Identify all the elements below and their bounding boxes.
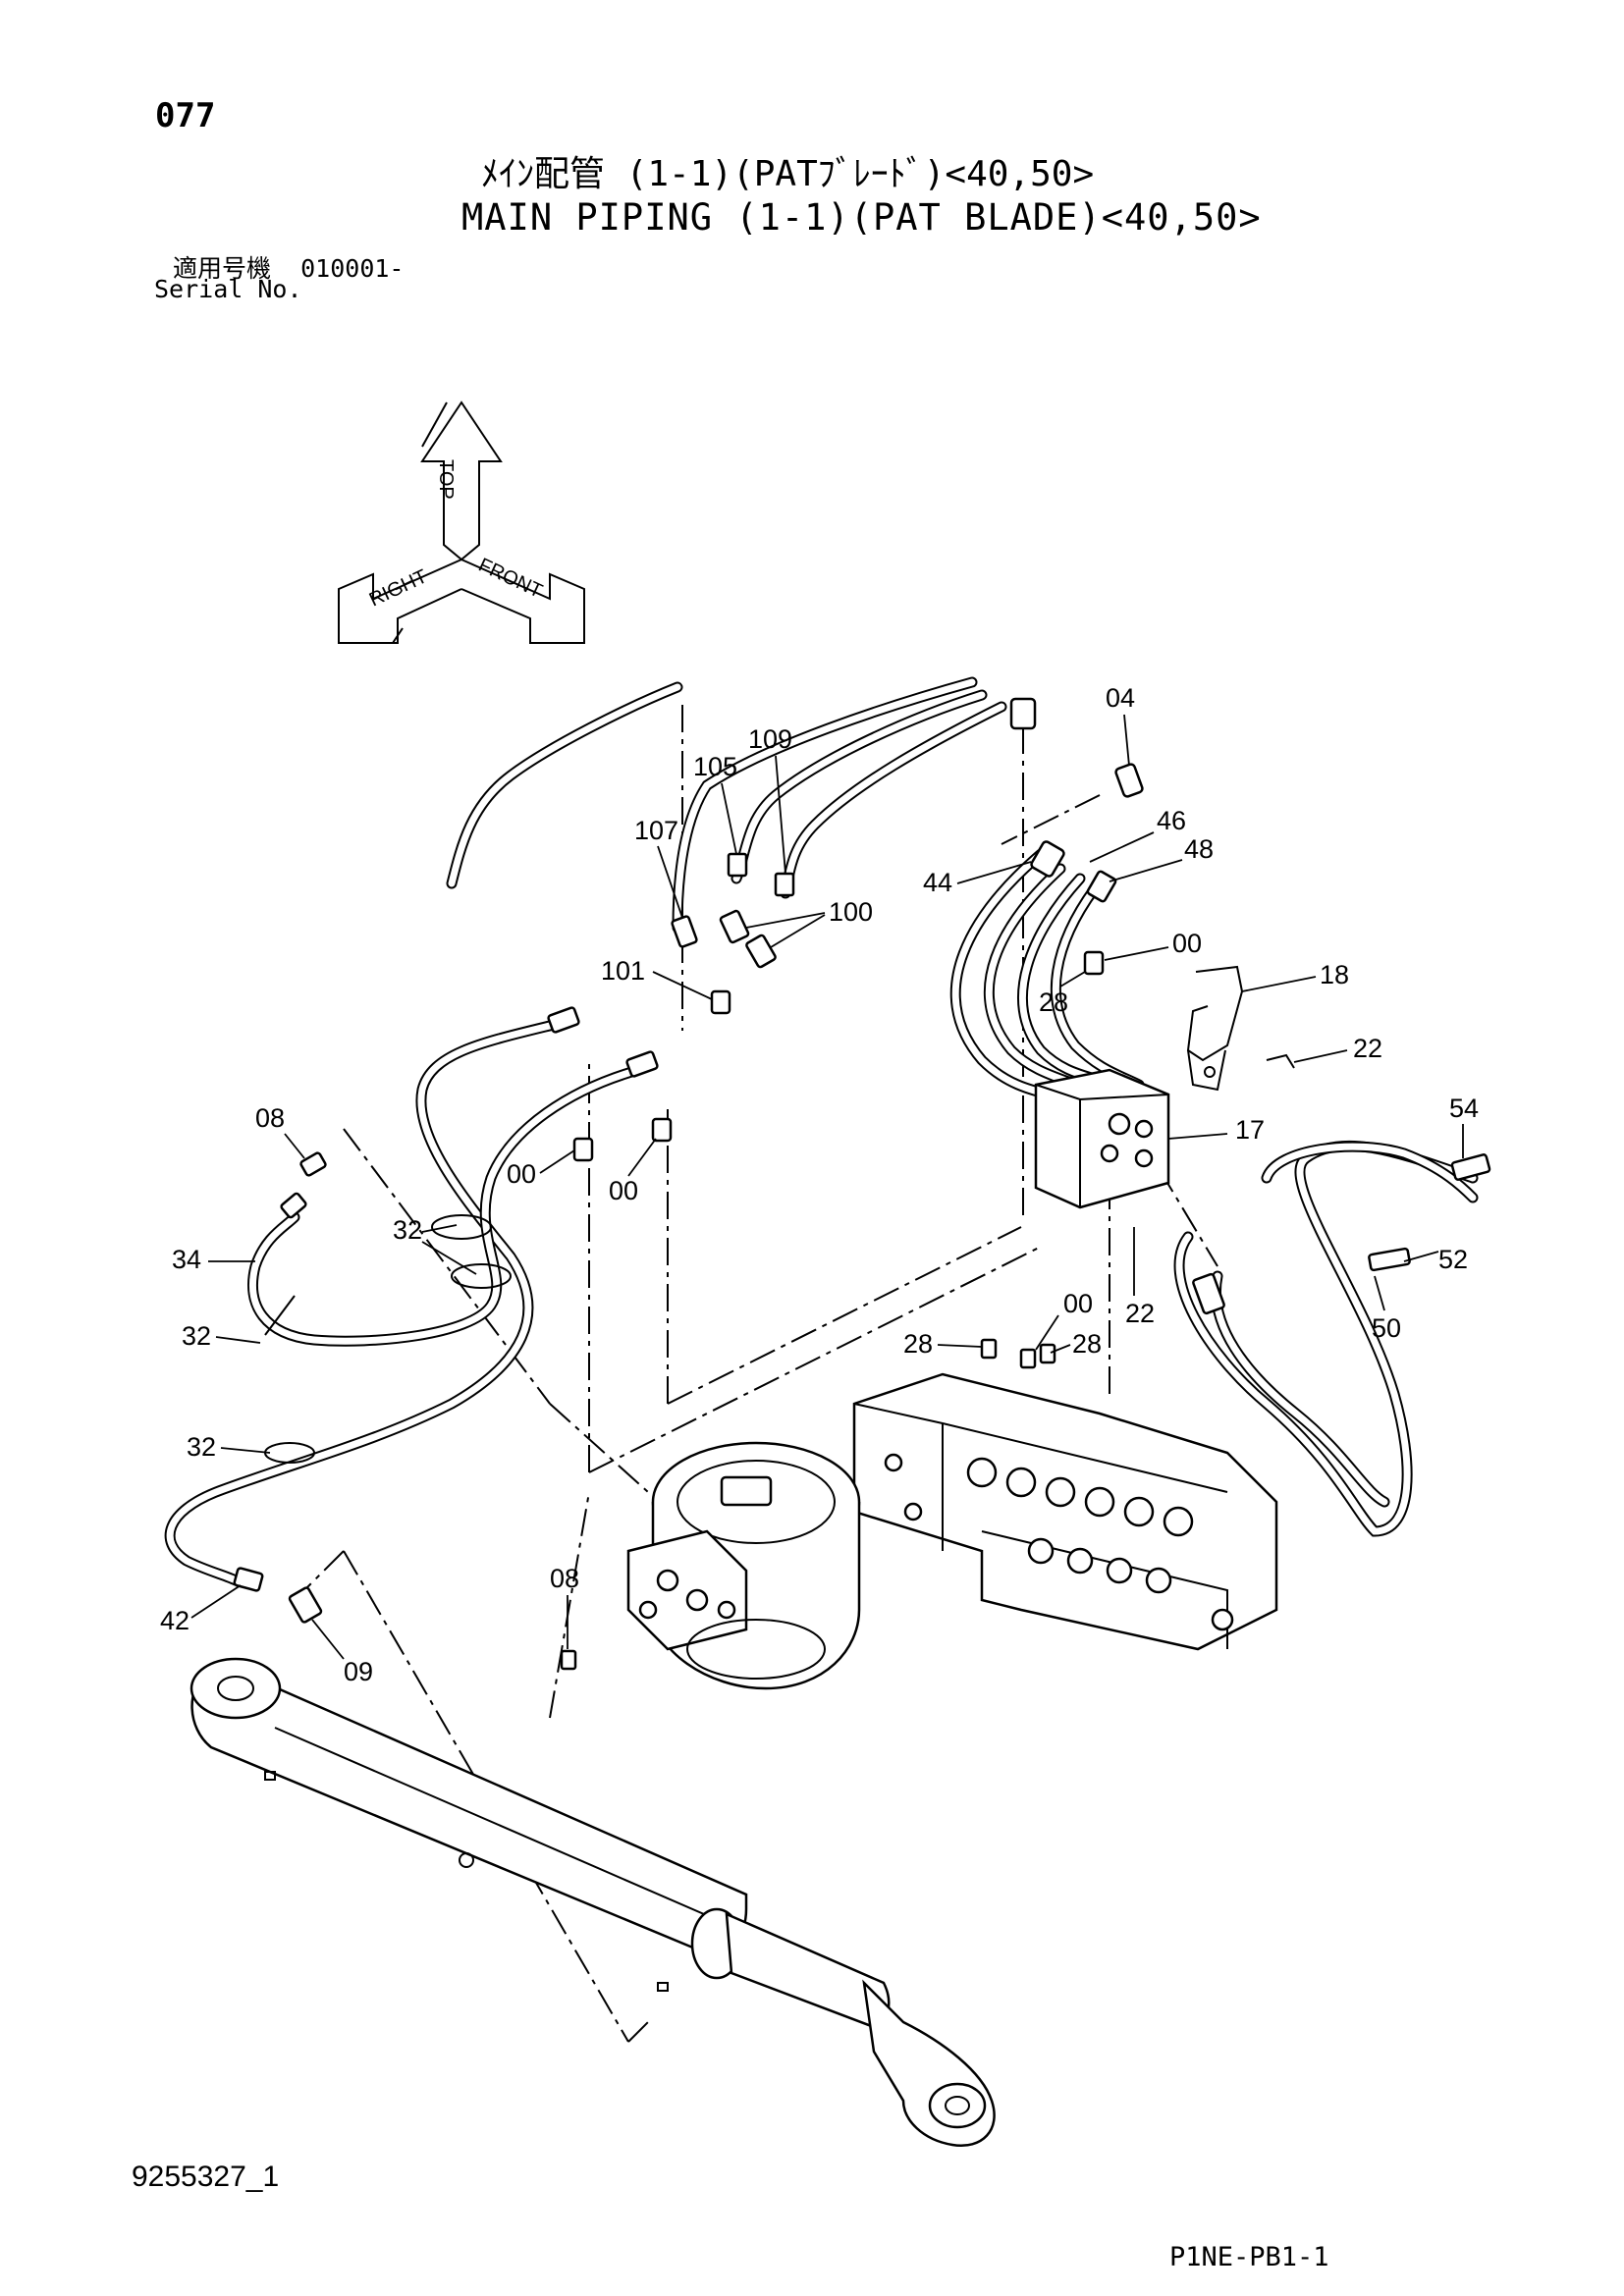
callout-46: 46 bbox=[1157, 806, 1186, 835]
callouts: 04 109 105 107 46 48 44 100 101 00 18 28… bbox=[160, 683, 1479, 1686]
orientation-top-label: TOP bbox=[435, 459, 457, 500]
callout-32a: 32 bbox=[393, 1215, 422, 1245]
callout-44: 44 bbox=[923, 868, 952, 897]
callout-32c: 32 bbox=[187, 1432, 216, 1462]
serial-label-english: Serial No. bbox=[154, 275, 302, 303]
right-loop-hoses bbox=[1173, 1140, 1491, 1537]
callout-08b: 08 bbox=[550, 1564, 579, 1593]
fitting-top-right bbox=[1009, 697, 1037, 730]
fitting-28b bbox=[1039, 1343, 1056, 1364]
drawing-code: P1NE-PB1-1 bbox=[1169, 2242, 1329, 2272]
title-english: MAIN PIPING (1-1)(PAT BLADE)<40,50> bbox=[461, 196, 1262, 239]
serial-range: 適用号機 010001- bbox=[173, 249, 404, 285]
callout-17: 17 bbox=[1235, 1115, 1265, 1145]
callout-42: 42 bbox=[160, 1606, 189, 1635]
fitting-28a bbox=[980, 1338, 998, 1360]
callout-32b: 32 bbox=[182, 1321, 211, 1351]
fitting-100a bbox=[719, 909, 750, 944]
fitting-109 bbox=[774, 872, 795, 897]
fitting-09 bbox=[288, 1586, 323, 1624]
callout-48: 48 bbox=[1184, 834, 1214, 864]
fitting-107 bbox=[671, 915, 698, 948]
control-valve bbox=[852, 1338, 1278, 1651]
fitting-left-top-b bbox=[625, 1050, 659, 1078]
swing-motor bbox=[560, 1441, 861, 1690]
callout-04: 04 bbox=[1106, 683, 1135, 713]
fitting-100b bbox=[745, 934, 777, 969]
callout-28a: 28 bbox=[1039, 988, 1068, 1017]
fitting-00-upper bbox=[1083, 950, 1105, 976]
fitting-44 bbox=[1030, 840, 1065, 878]
callout-00d: 00 bbox=[1063, 1289, 1093, 1318]
callout-22a: 22 bbox=[1353, 1034, 1382, 1063]
callout-18: 18 bbox=[1320, 960, 1349, 989]
callout-00c: 00 bbox=[609, 1176, 638, 1205]
page-number: 077 bbox=[155, 96, 216, 135]
callout-22b: 22 bbox=[1125, 1299, 1155, 1328]
callout-100: 100 bbox=[829, 897, 873, 927]
fitting-34 bbox=[280, 1192, 307, 1219]
fitting-08-lower bbox=[560, 1649, 577, 1671]
fitting-54 bbox=[1450, 1153, 1491, 1181]
orientation-front-label: FRONT bbox=[475, 555, 546, 603]
upper-hoses bbox=[446, 676, 1037, 1015]
fitting-08-upper bbox=[299, 1151, 327, 1177]
fitting-00-left-a bbox=[572, 1137, 594, 1162]
callout-101: 101 bbox=[601, 956, 645, 986]
blade-cylinder bbox=[189, 1657, 996, 2148]
callout-08a: 08 bbox=[255, 1103, 285, 1133]
fitting-left-top-a bbox=[547, 1006, 580, 1034]
orientation-right-label: RIGHT bbox=[366, 565, 431, 611]
callout-00a: 00 bbox=[1172, 929, 1202, 958]
fitting-00-left-b bbox=[651, 1117, 673, 1143]
left-hoses bbox=[164, 1006, 673, 1624]
callout-00b: 00 bbox=[507, 1159, 536, 1189]
orientation-indicator: TOP RIGHT FRONT bbox=[338, 400, 585, 644]
serial-label-japanese: 適用号機 bbox=[173, 254, 272, 283]
callout-54: 54 bbox=[1449, 1094, 1479, 1123]
fitting-52 bbox=[1368, 1247, 1411, 1272]
callout-28c: 28 bbox=[1072, 1329, 1102, 1359]
fitting-50 bbox=[1192, 1272, 1225, 1315]
callout-107: 107 bbox=[634, 816, 678, 845]
title-japanese: ﾒｲﾝ配管 (1-1)(PATﾌﾞﾚｰﾄﾞ)<40,50> bbox=[481, 154, 1095, 194]
callout-50: 50 bbox=[1372, 1313, 1401, 1343]
callout-34: 34 bbox=[172, 1245, 201, 1274]
fitting-04 bbox=[1114, 763, 1144, 798]
serial-value: 010001- bbox=[300, 254, 405, 283]
bracket-18 bbox=[1186, 965, 1295, 1092]
valve-block-17 bbox=[1034, 1068, 1170, 1209]
fitting-00-lower bbox=[1019, 1348, 1037, 1369]
fitting-101 bbox=[710, 989, 731, 1015]
callout-109: 109 bbox=[748, 724, 792, 754]
callout-105: 105 bbox=[693, 752, 737, 781]
callout-09: 09 bbox=[344, 1657, 373, 1686]
fitting-105 bbox=[727, 852, 748, 878]
callout-28b: 28 bbox=[903, 1329, 933, 1359]
document-id: 9255327_1 bbox=[132, 2161, 280, 2193]
fitting-42 bbox=[233, 1567, 264, 1592]
right-upper-hoses bbox=[949, 763, 1145, 1115]
fitting-48 bbox=[1086, 870, 1117, 903]
callout-52: 52 bbox=[1438, 1245, 1468, 1274]
